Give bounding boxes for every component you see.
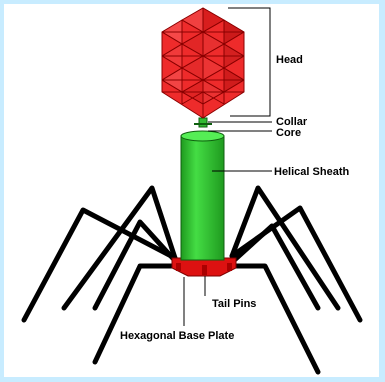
- label-core: Core: [276, 127, 301, 139]
- label-base-plate: Hexagonal Base Plate: [120, 330, 234, 342]
- label-helical-sheath: Helical Sheath: [274, 166, 349, 178]
- capsid-head: [162, 8, 244, 118]
- helical-sheath: [181, 131, 224, 260]
- base-plate: [172, 258, 236, 276]
- label-head: Head: [276, 54, 303, 66]
- label-tail-pins: Tail Pins: [212, 298, 256, 310]
